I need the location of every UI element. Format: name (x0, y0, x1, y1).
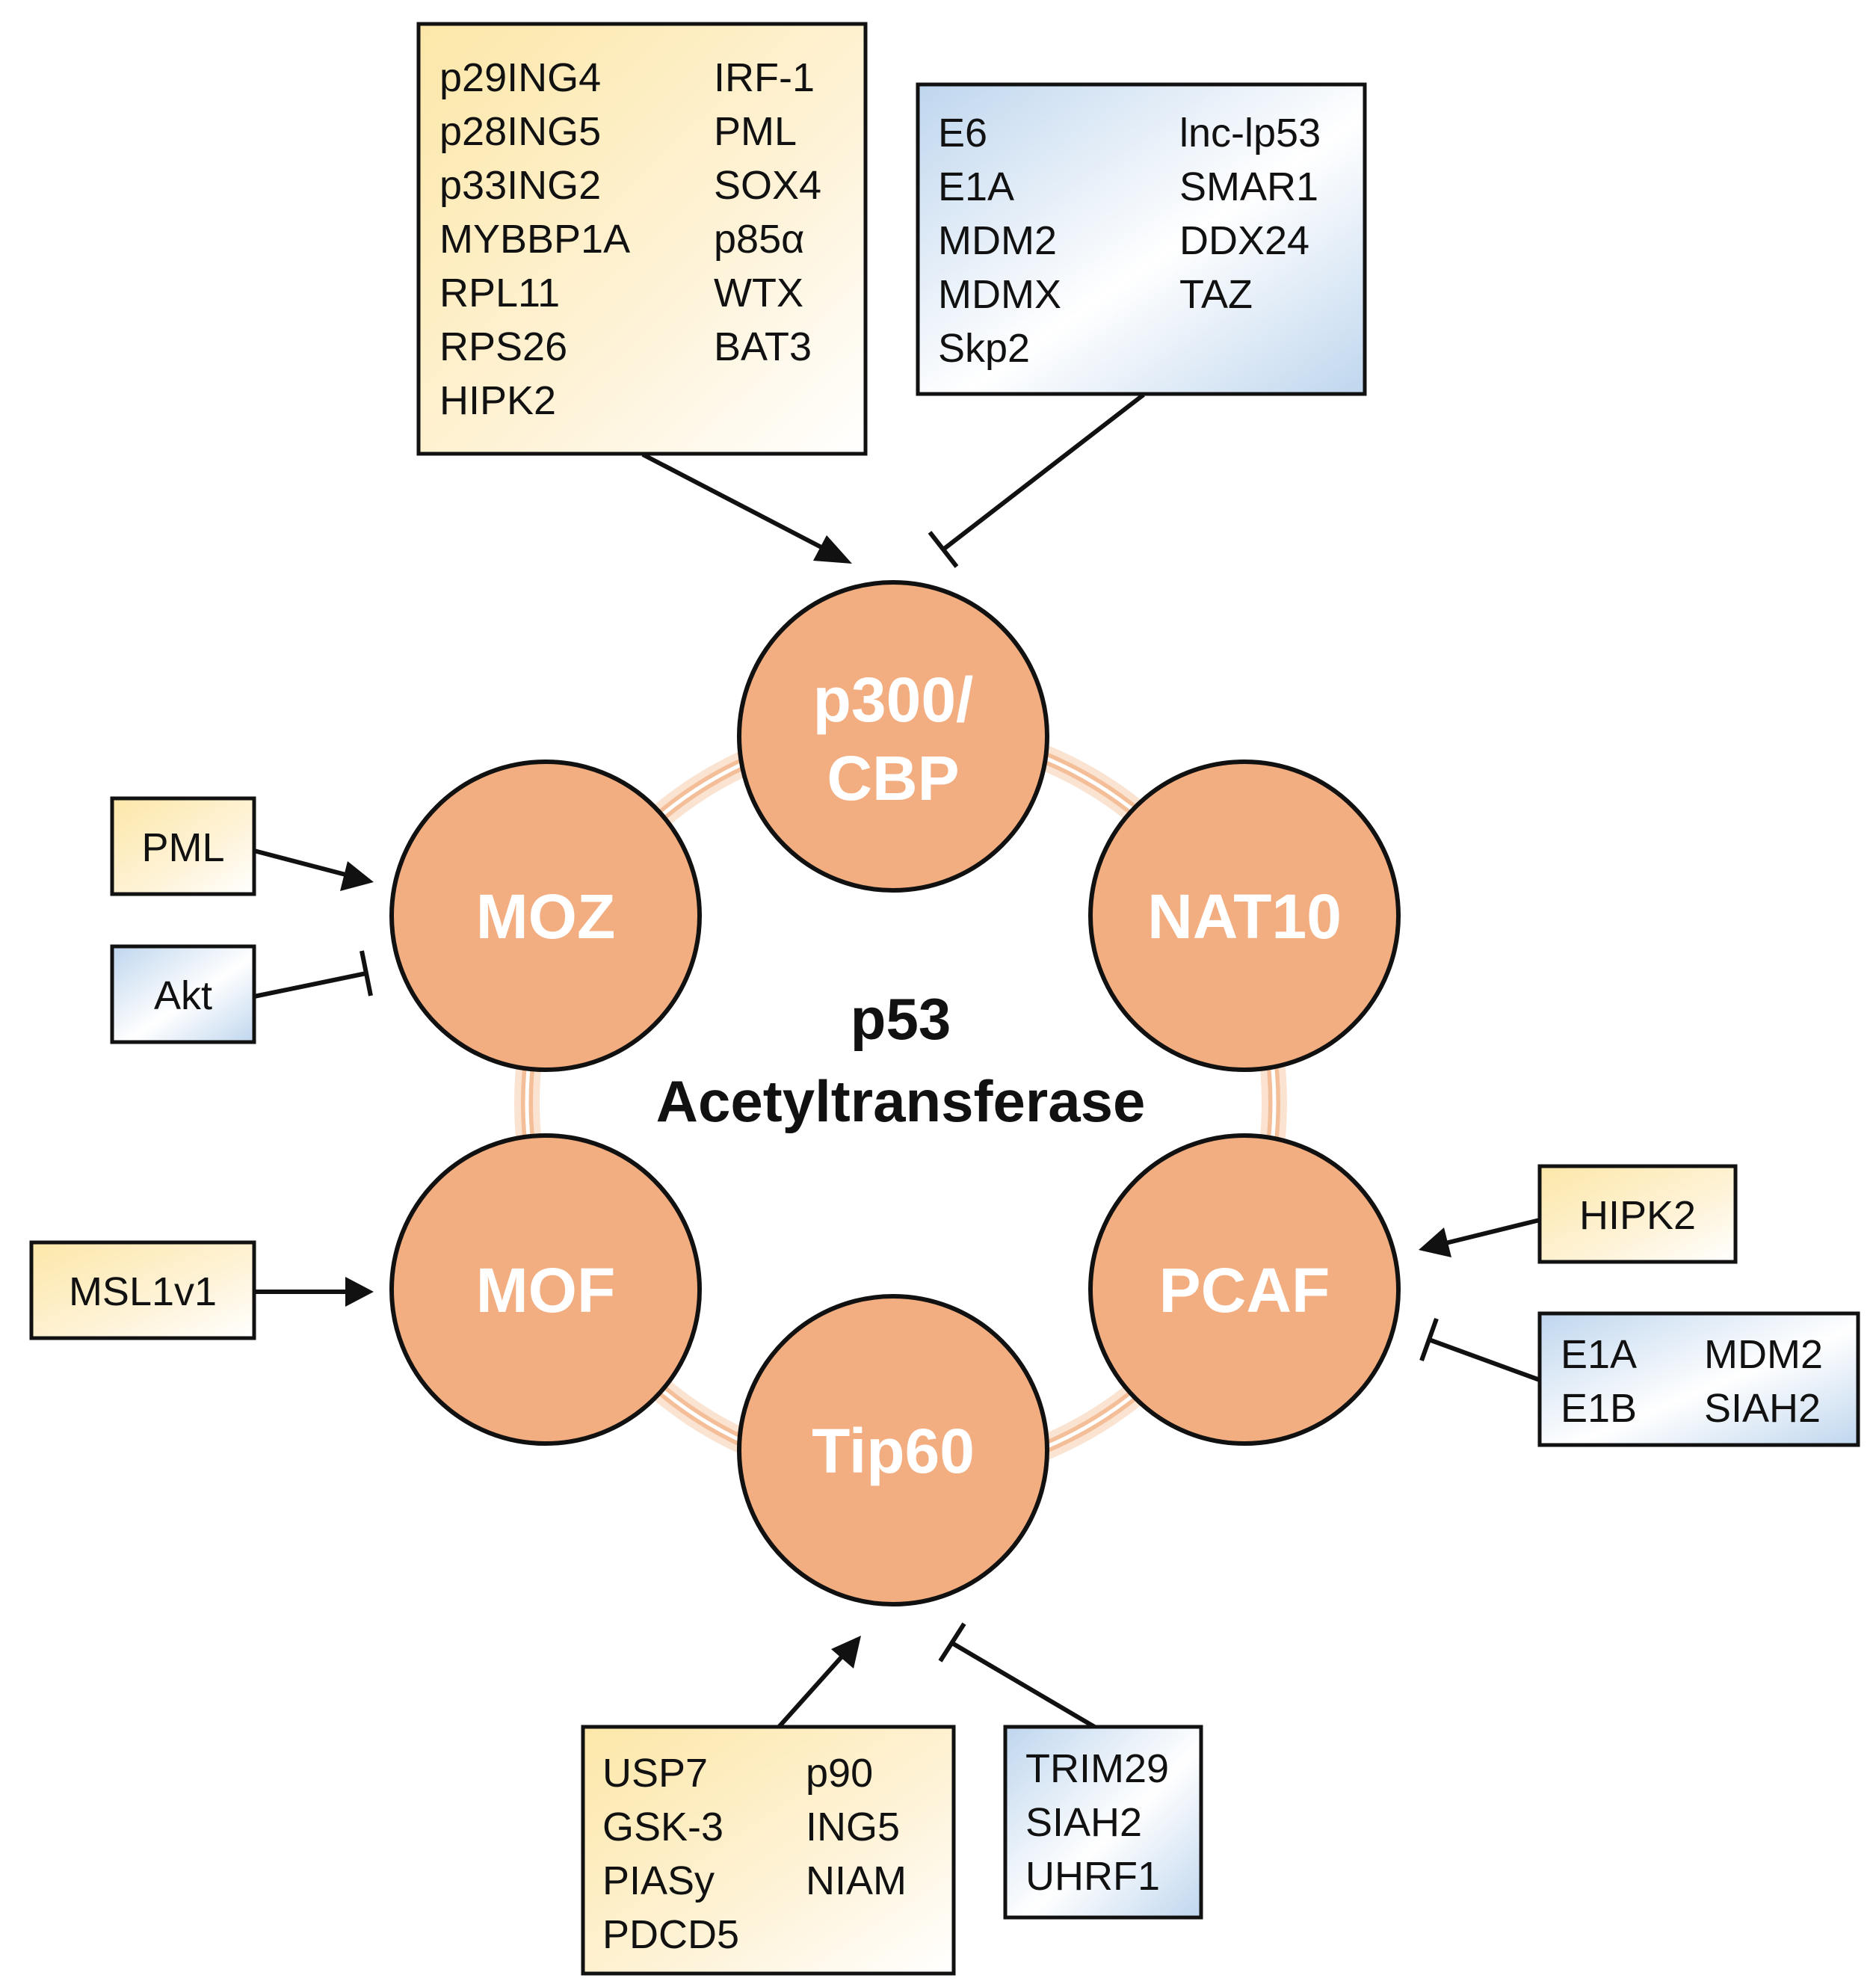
pcaf-inhibitors-box: E1A E1B MDM2 SIAH2 (1537, 1311, 1860, 1447)
tip60-activation-arrowhead (831, 1636, 861, 1669)
p300-activators-box: p29ING4 p28ING5 p33ING2 MYBBP1A RPL11 RP… (416, 22, 868, 456)
p300-activator: RPS26 (439, 324, 567, 369)
node-moz-label: MOZ (476, 881, 616, 952)
tip60-inhibitor: UHRF1 (1025, 1854, 1160, 1899)
node-nat10-label: NAT10 (1147, 881, 1342, 952)
p300-inhibitor: E6 (938, 111, 987, 155)
p300-inhibitors-box: E6 E1A MDM2 MDMX Skp2 lnc-lp53 SMAR1 DDX… (916, 82, 1367, 396)
pcaf-inhibition-line (1428, 1337, 1541, 1382)
moz-activator-box: PML (110, 796, 256, 896)
p300-inhibitor: E1A (938, 164, 1014, 209)
p300-inhibitor: TAZ (1179, 272, 1253, 317)
node-p300-label-1: p300/ (813, 665, 974, 735)
tip60-inhibition-line (951, 1641, 1106, 1735)
tip60-activator: p90 (806, 1751, 873, 1796)
p300-activator: IRF-1 (714, 55, 815, 100)
p300-activator: WTX (714, 271, 803, 315)
pcaf-inhibitor: MDM2 (1704, 1332, 1823, 1377)
tip60-activator: PDCD5 (602, 1912, 739, 1957)
p300-activator: HIPK2 (439, 378, 556, 423)
p300-inhibitor: DDX24 (1179, 218, 1309, 263)
tip60-activator: GSK-3 (602, 1805, 723, 1849)
tip60-activators-box: USP7 GSK-3 PIASy PDCD5 p90 ING5 NIAM (581, 1725, 956, 1976)
tip60-activator: ING5 (806, 1805, 900, 1849)
p300-activator: SOX4 (714, 163, 821, 208)
node-mof-label: MOF (476, 1255, 616, 1325)
pcaf-activator-box: HIPK2 (1537, 1164, 1738, 1264)
p300-inhibitor: SMAR1 (1179, 164, 1318, 209)
p300-inhibitor: lnc-lp53 (1179, 111, 1321, 155)
node-mof: MOF (389, 1133, 702, 1446)
p300-inhibitor: MDM2 (938, 218, 1057, 263)
p300-activation-arrow (641, 452, 837, 557)
moz-inhibition-bar (360, 950, 373, 996)
moz-inhibition-line (253, 971, 367, 999)
p300-activator: RPL11 (439, 271, 560, 315)
tip60-activation-arrow (771, 1651, 847, 1735)
p300-activator: MYBBP1A (439, 217, 630, 262)
p300-inhibition-bar (928, 531, 959, 568)
tip60-activator: NIAM (806, 1858, 907, 1903)
node-p300-cbp: p300/ CBP (737, 580, 1049, 893)
node-nat10: NAT10 (1088, 760, 1401, 1072)
p300-activator: p85α (714, 217, 804, 262)
mof-activator-box: MSL1v1 (29, 1240, 256, 1340)
tip60-inhibitor: SIAH2 (1025, 1800, 1142, 1845)
node-tip60: Tip60 (737, 1294, 1049, 1606)
node-p300-label-2: CBP (827, 743, 959, 813)
p300-activator: PML (714, 109, 797, 154)
pcaf-activation-arrowhead (1419, 1227, 1451, 1257)
pcaf-inhibitor: E1A (1561, 1332, 1637, 1377)
node-moz: MOZ (389, 760, 702, 1072)
mof-activation-arrowhead (345, 1277, 374, 1307)
pcaf-inhibitor: SIAH2 (1704, 1386, 1821, 1431)
moz-inhibitor-box: Akt (110, 944, 256, 1044)
moz-activator: PML (141, 825, 224, 870)
pcaf-activation-arrow (1442, 1218, 1540, 1246)
tip60-inhibitor: TRIM29 (1025, 1746, 1169, 1791)
p300-inhibitor: Skp2 (938, 326, 1030, 371)
tip60-activator: USP7 (602, 1751, 708, 1796)
pcaf-inhibition-bar (1419, 1317, 1439, 1362)
mof-activator: MSL1v1 (69, 1269, 217, 1314)
node-pcaf-label: PCAF (1159, 1255, 1330, 1325)
p300-activator: p29ING4 (439, 55, 601, 100)
node-pcaf: PCAF (1088, 1133, 1401, 1446)
p300-inhibitor: MDMX (938, 272, 1061, 317)
moz-activation-arrowhead (340, 861, 374, 891)
center-title-line-2: Acetyltransferase (656, 1068, 1146, 1134)
p300-inhibition-line (942, 392, 1145, 552)
p300-activation-arrowhead (813, 535, 852, 564)
tip60-inhibitors-box: TRIM29 SIAH2 UHRF1 (1003, 1725, 1203, 1920)
p300-activator: BAT3 (714, 324, 812, 369)
pcaf-activator: HIPK2 (1579, 1193, 1696, 1238)
pcaf-inhibitor: E1B (1561, 1386, 1637, 1431)
p300-activator: p28ING5 (439, 109, 601, 154)
center-title-line-1: p53 (851, 986, 951, 1052)
tip60-inhibition-bar (938, 1622, 966, 1663)
tip60-activator: PIASy (602, 1858, 715, 1903)
connectors (253, 392, 1541, 1735)
node-tip60-label: Tip60 (812, 1416, 975, 1486)
moz-activation-arrow (253, 848, 352, 878)
p300-activator: p33ING2 (439, 163, 601, 208)
moz-inhibitor: Akt (154, 973, 212, 1018)
